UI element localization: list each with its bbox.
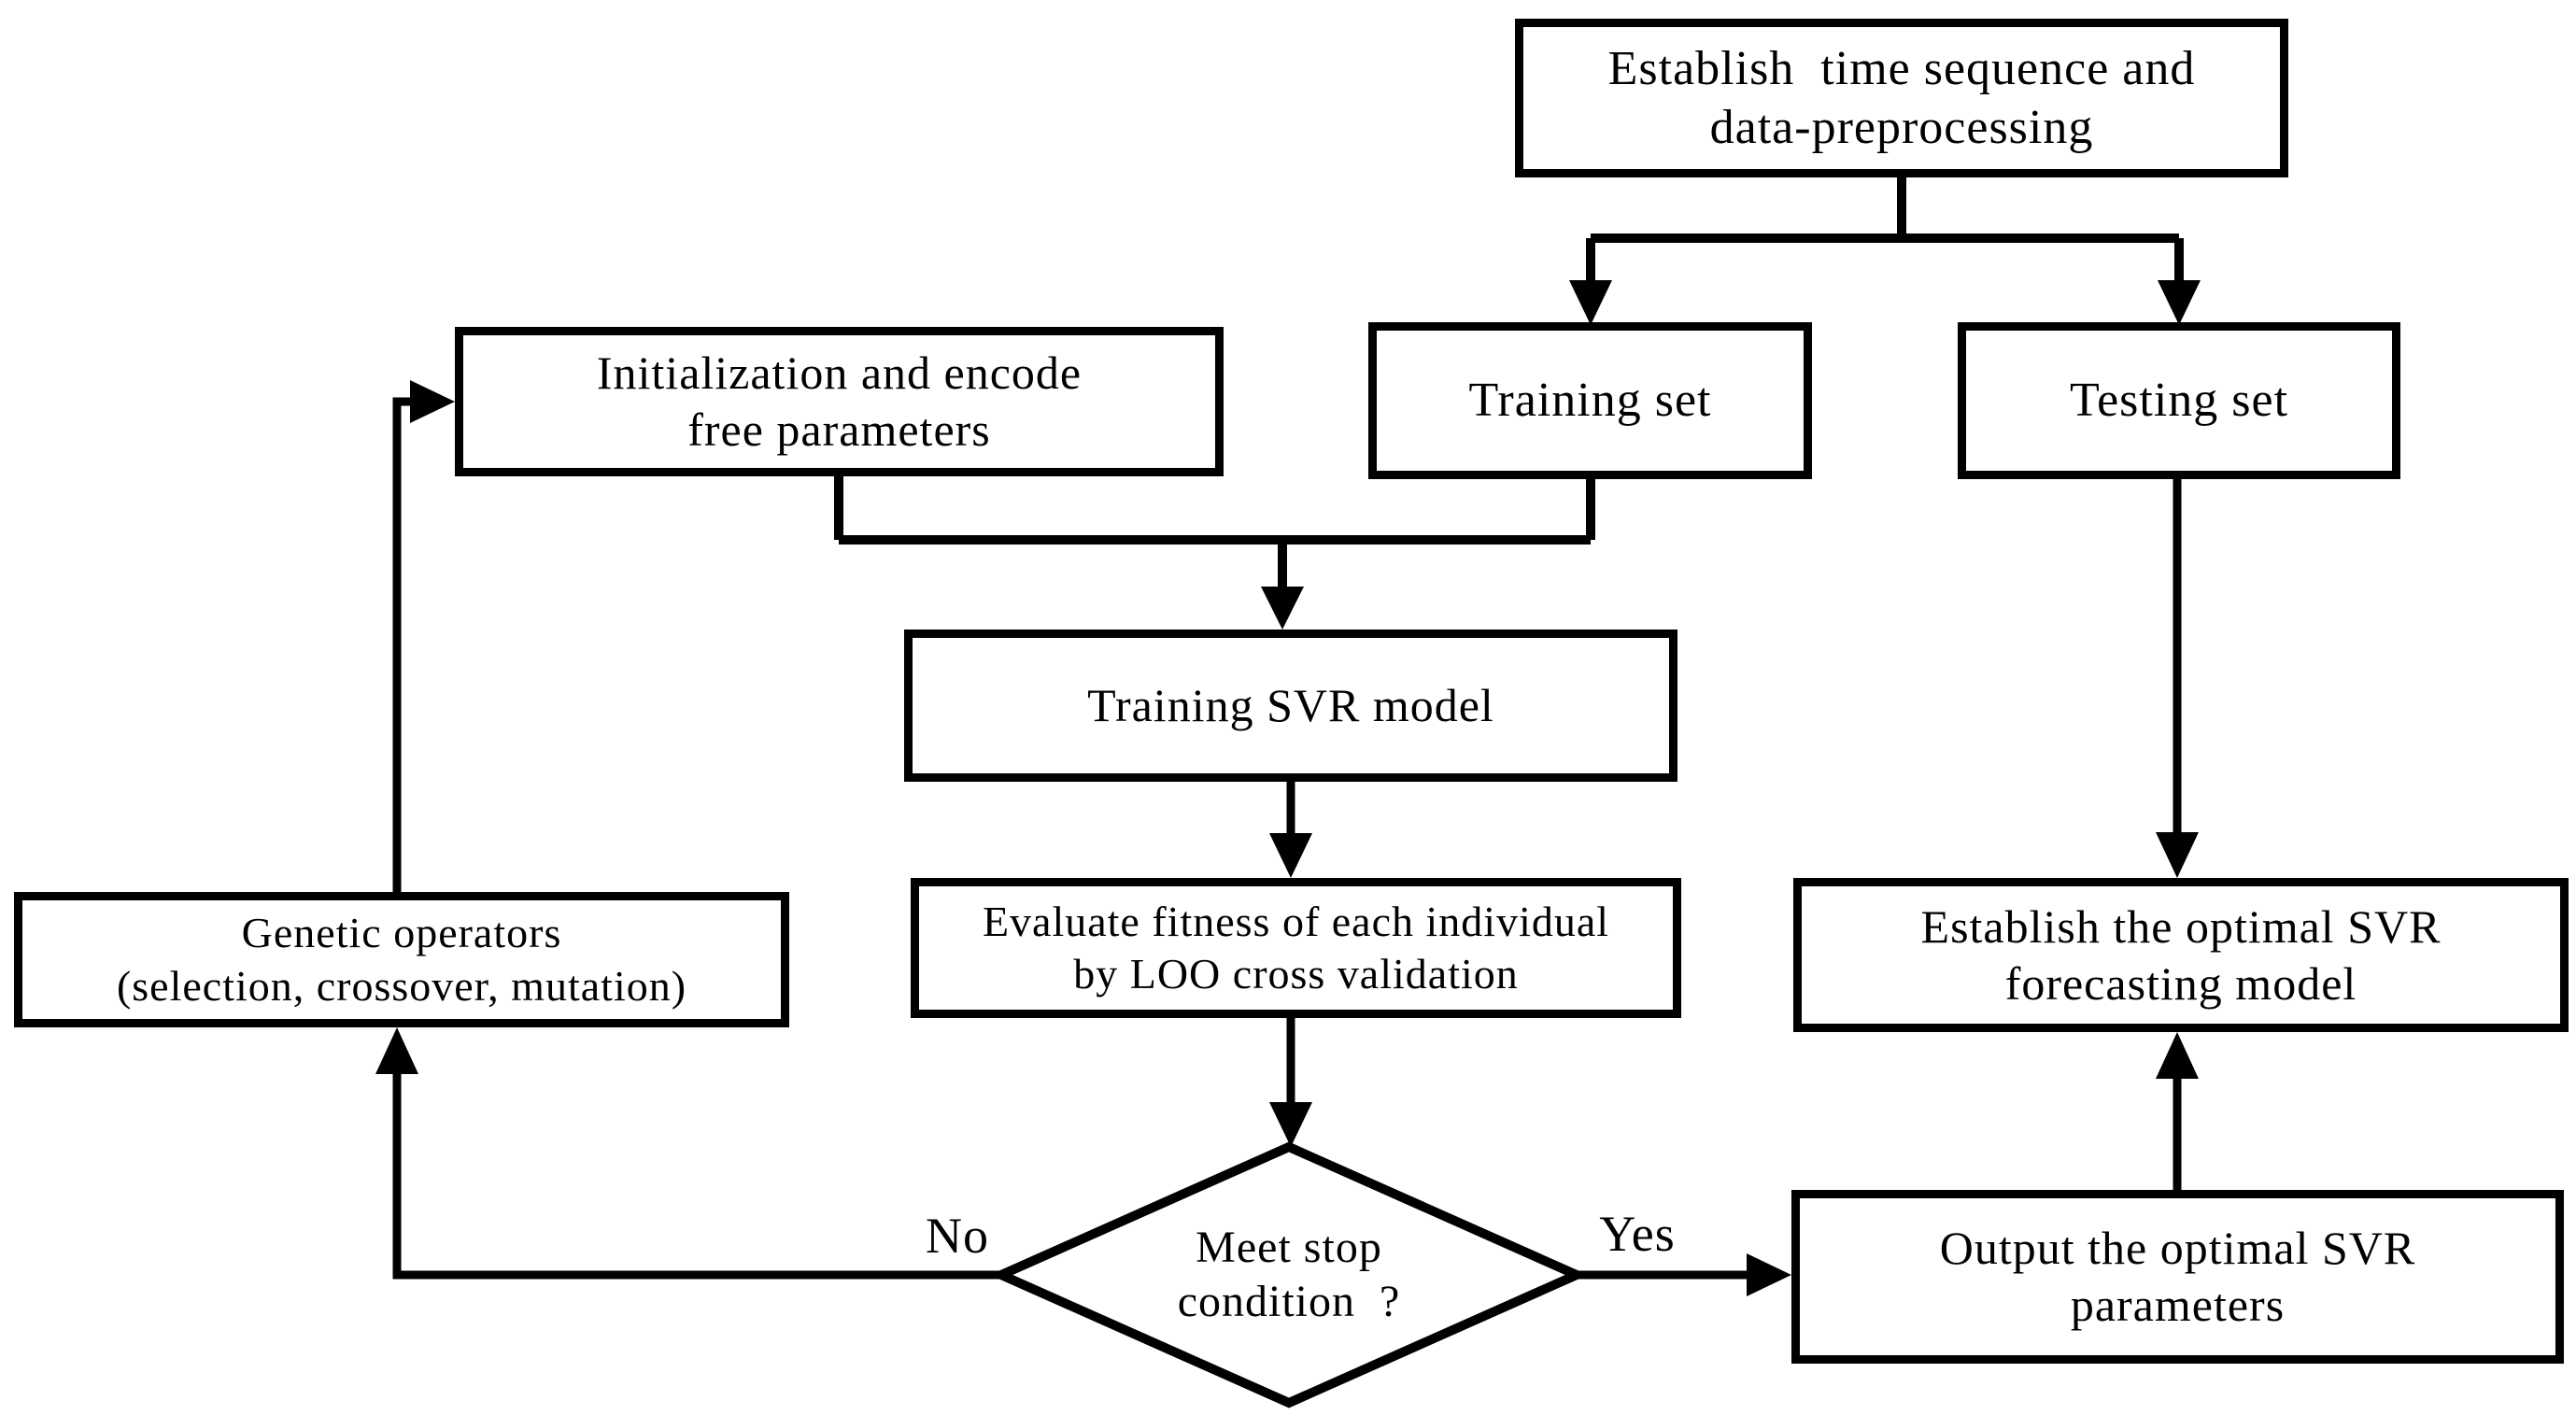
arrowhead-to-decision [1269,1102,1312,1147]
arrowhead-to-evaluate [1269,833,1312,878]
decision-diamond-shape [989,1141,1589,1408]
node-initialization: Initialization and encode free parameter… [455,327,1224,476]
arrowhead-to-genetic-operators [375,1027,418,1074]
node-genetic-operators-line2: (selection, crossover, mutation) [116,961,687,1010]
node-evaluate-fitness-line1: Evaluate fitness of each individual [982,897,1610,945]
node-establish-data-line1: Establish time sequence and [1607,41,2196,95]
node-establish-model: Establish the optimal SVR forecasting mo… [1793,878,2569,1032]
connector-merge-to-training-svr [834,474,1595,588]
node-output-params: Output the optimal SVR parameters [1791,1190,2564,1364]
edge-label-no: No [926,1207,989,1264]
node-training-set: Training set [1368,322,1812,479]
node-genetic-operators: Genetic operators (selection, crossover,… [14,892,789,1027]
connector-no-loop [392,1072,1001,1280]
node-training-set-label: Training set [1468,374,1712,428]
node-testing-set-label: Testing set [2069,374,2289,428]
node-decision-label: Meet stop condition ? [1055,1186,1522,1364]
node-establish-model-line2: forecasting model [2004,956,2357,1010]
node-establish-data: Establish time sequence and data-preproc… [1515,19,2288,177]
node-decision-line1: Meet stop [1196,1223,1382,1273]
node-establish-model-line1: Establish the optimal SVR [1920,899,2442,953]
node-training-svr-label: Training SVR model [1087,679,1494,731]
connector-genetic-to-initialization [392,397,412,892]
arrowhead-to-establish-model-bottom [2156,1032,2199,1079]
node-output-params-line2: parameters [2070,1279,2286,1331]
node-initialization-line1: Initialization and encode [596,347,1083,399]
node-initialization-line2: free parameters [687,403,991,456]
node-evaluate-fitness-line2: by LOO cross validation [1073,950,1519,998]
arrowhead-to-training-svr [1261,587,1304,630]
edge-label-yes: Yes [1599,1205,1676,1262]
node-output-params-line1: Output the optimal SVR [1939,1222,2416,1274]
connector-split-sets [1586,177,2184,282]
node-decision-line2: condition ? [1177,1277,1401,1326]
node-evaluate-fitness: Evaluate fitness of each individual by L… [911,878,1681,1018]
arrowhead-to-training-set [1569,280,1612,325]
node-genetic-operators-line1: Genetic operators [241,909,562,957]
arrowhead-to-initialization [410,380,455,423]
node-training-svr: Training SVR model [904,630,1677,782]
arrowhead-to-output-params [1747,1253,1791,1296]
arrowhead-to-establish-model-top [2156,832,2199,878]
node-establish-data-line2: data-preprocessing [1709,101,2094,154]
arrowhead-to-testing-set [2158,280,2201,325]
node-testing-set: Testing set [1958,322,2400,479]
